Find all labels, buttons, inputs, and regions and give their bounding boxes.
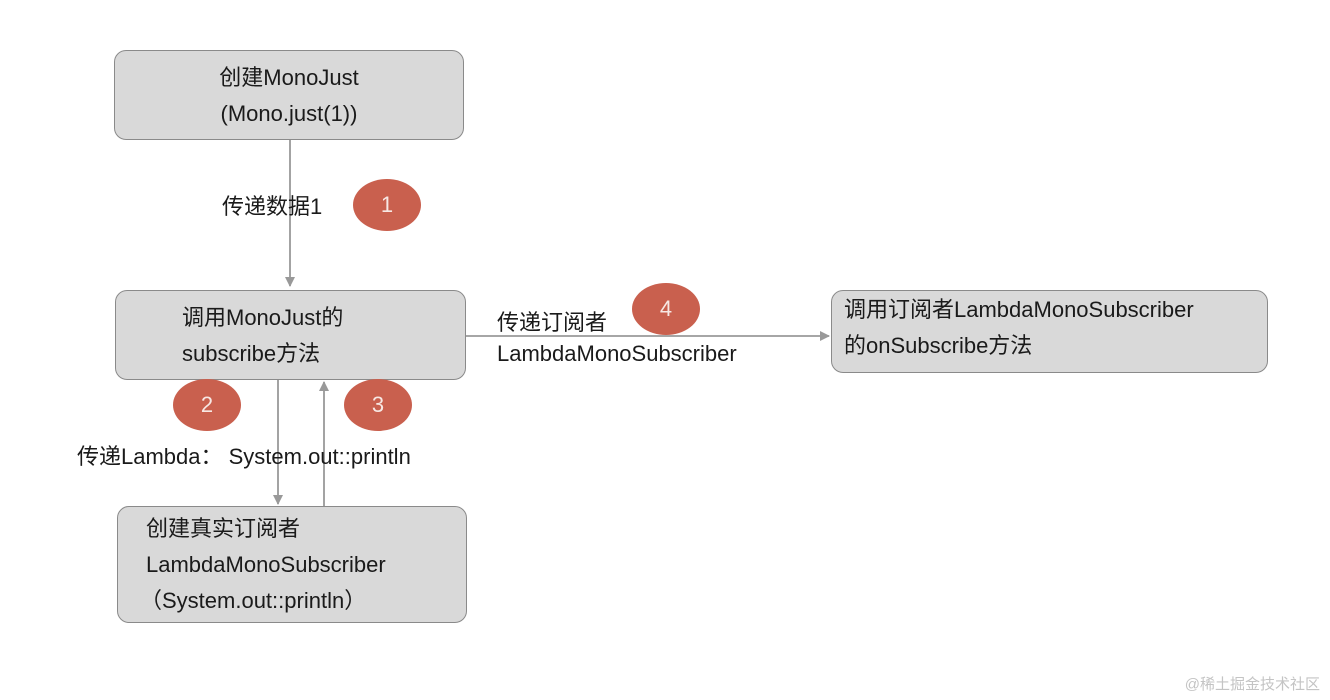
node-call-subscribe: 调用MonoJust的 subscribe方法: [115, 290, 466, 380]
step-badge-2: 2: [173, 379, 241, 431]
node-text: 调用订阅者LambdaMonoSubscriber: [844, 297, 1194, 322]
step-badge-4: 4: [632, 283, 700, 335]
node-text: （System.out::println）: [140, 588, 367, 613]
node-text: 的onSubscribe方法: [844, 333, 1033, 358]
node-create-subscriber: 创建真实订阅者 LambdaMonoSubscriber （System.out…: [117, 506, 467, 623]
node-text: 创建MonoJust: [219, 65, 359, 90]
edge-label-pass-subscriber-type: LambdaMonoSubscriber: [497, 341, 737, 366]
step-badge-3: 3: [344, 379, 412, 431]
node-create-monojust: 创建MonoJust (Mono.just(1)): [114, 50, 464, 140]
node-text: LambdaMonoSubscriber: [146, 552, 386, 577]
step-badge-1: 1: [353, 179, 421, 231]
node-text: 调用MonoJust的: [182, 305, 344, 330]
edge-label-pass-subscriber: 传递订阅者: [497, 310, 608, 335]
node-text: subscribe方法: [182, 341, 321, 366]
node-text: (Mono.just(1)): [220, 101, 358, 126]
edge-label-pass-data: 传递数据1: [222, 194, 323, 219]
watermark: @稀土掘金技术社区: [1184, 676, 1320, 693]
node-call-onsubscribe: 调用订阅者LambdaMonoSubscriber 的onSubscribe方法: [831, 290, 1268, 373]
node-text: 创建真实订阅者: [146, 516, 301, 541]
edge-label-pass-lambda: 传递Lambda： System.out::println: [77, 444, 411, 469]
